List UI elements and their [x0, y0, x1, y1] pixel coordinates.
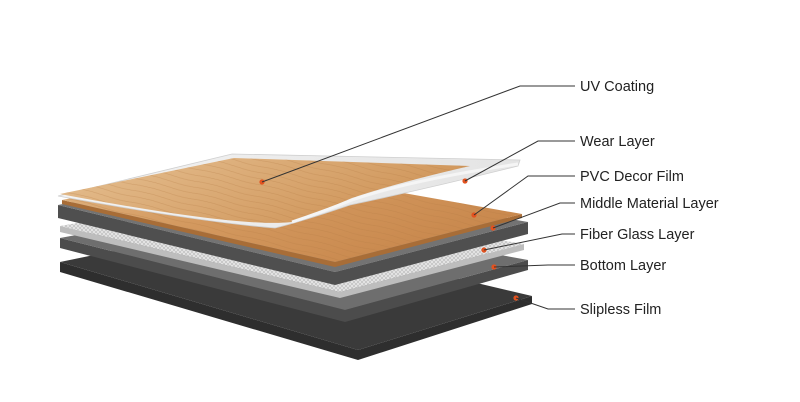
pvc-decor-film-leader — [473, 175, 575, 216]
uv-coating-leader — [261, 85, 575, 183]
bottom-layer-leader — [493, 264, 575, 268]
slipless-film-leader — [515, 297, 575, 310]
label-middle-material-layer: Middle Material Layer — [580, 196, 719, 212]
label-uv-coating: UV Coating — [580, 79, 654, 95]
middle-material-layer-leader — [492, 202, 575, 229]
label-wear-layer: Wear Layer — [580, 134, 655, 150]
label-slipless-film: Slipless Film — [580, 302, 661, 318]
uv-coating-layer — [60, 158, 519, 224]
wear-layer-leader — [464, 140, 575, 182]
label-fiber-glass-layer: Fiber Glass Layer — [580, 227, 695, 243]
fiber-glass-layer-leader — [483, 233, 575, 251]
label-bottom-layer: Bottom Layer — [580, 258, 666, 274]
label-pvc-decor-film: PVC Decor Film — [580, 169, 684, 185]
